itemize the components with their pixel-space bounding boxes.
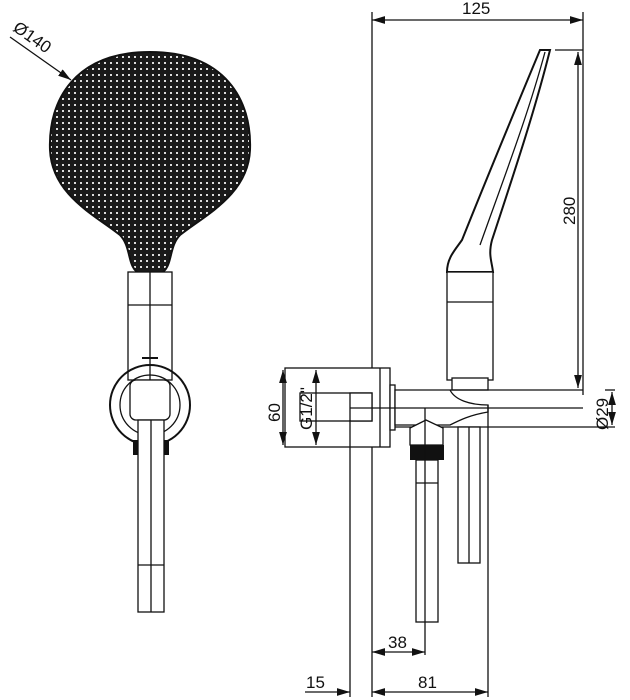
- dim-projection-total: 125: [462, 0, 490, 18]
- dim-arm-diameter: Ø29: [593, 398, 612, 430]
- dim-wall-thickness: 15: [306, 673, 325, 692]
- dim-thread: G1/2": [297, 387, 316, 430]
- side-view: 125 280 60 G1/2" Ø29 38: [265, 0, 616, 697]
- front-view: Ø140: [9, 18, 252, 613]
- dim-head-diameter: Ø140: [10, 18, 55, 57]
- shower-head-front: [48, 50, 252, 277]
- hose-connector: [409, 419, 444, 446]
- dim-hose-offset: 38: [388, 633, 407, 652]
- hose-side: [415, 459, 439, 623]
- dim-holder-depth: 81: [418, 673, 437, 692]
- dim-handshower-length: 280: [560, 197, 579, 225]
- dim-wall-block-height: 60: [265, 403, 284, 422]
- handshower-side: [445, 49, 552, 273]
